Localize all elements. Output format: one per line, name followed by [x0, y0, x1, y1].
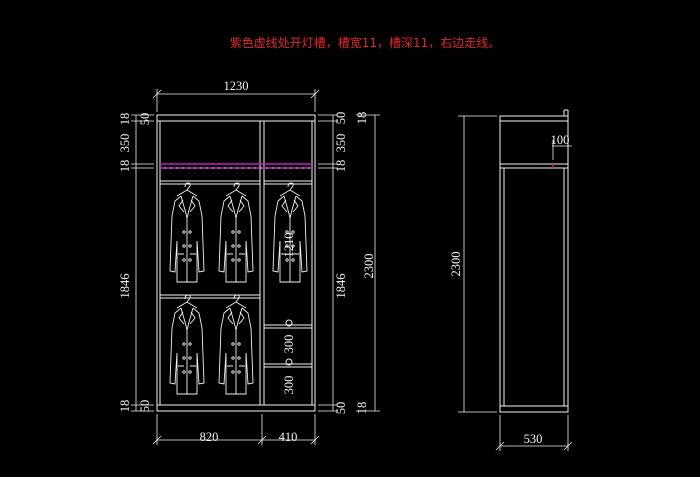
coat-5 — [218, 294, 254, 395]
dim-right-bottom-gap: 50 — [334, 402, 348, 415]
dim-right-top-thickness: 18 — [355, 112, 369, 125]
right-rail — [263, 180, 313, 185]
side-outline — [499, 115, 569, 413]
dim-overall-width: 1230 — [224, 79, 249, 93]
dim-right-top-compartment: 350 — [334, 134, 348, 153]
coat-3 — [272, 182, 308, 283]
dim-shelf-spacing-upper: 300 — [282, 335, 296, 354]
side-view — [499, 109, 569, 413]
dim-right-main-height: 1846 — [334, 274, 348, 299]
dim-left-shelf-thickness: 18 — [118, 160, 132, 173]
dim-shelf-spacing-lower: 300 — [282, 376, 296, 395]
dim-left-width: 820 — [200, 430, 219, 444]
shelf-pin-1 — [285, 319, 293, 327]
dim-side-top-offset: 100 — [551, 133, 570, 147]
dim-left-top-gap: 50 — [138, 113, 152, 126]
cabinet-outline — [156, 114, 316, 412]
dim-left-main-height: 1846 — [118, 274, 132, 299]
dim-right-bottom-thickness: 18 — [355, 402, 369, 415]
dim-right-top-gap: 50 — [334, 112, 348, 125]
dim-side-depth: 530 — [524, 432, 543, 446]
light-slot — [160, 163, 312, 169]
side-dimension-lines — [458, 115, 573, 451]
left-lower-rail — [159, 294, 261, 299]
dim-left-top-thickness: 18 — [118, 113, 132, 126]
dim-left-top-compartment: 350 — [118, 134, 132, 153]
coat-2 — [218, 182, 254, 283]
dim-right-shelf-thickness: 18 — [334, 160, 348, 173]
left-upper-rail — [159, 180, 261, 185]
front-dimension-lines — [131, 89, 380, 445]
light-slot-annotation: 紫色虚线处开灯槽，槽宽11，槽深11，右边走线。 — [229, 36, 501, 50]
dim-total-height: 2300 — [362, 254, 376, 279]
shelf-pin-2 — [285, 358, 293, 366]
dim-left-bottom-gap: 50 — [138, 400, 152, 413]
coat-1 — [169, 182, 205, 283]
coat-4 — [169, 294, 205, 395]
dim-left-bottom-thickness: 18 — [118, 400, 132, 413]
dim-hanging-height: 1210 — [282, 233, 296, 258]
dim-side-height: 2300 — [449, 252, 463, 277]
dim-right-width: 410 — [279, 430, 298, 444]
